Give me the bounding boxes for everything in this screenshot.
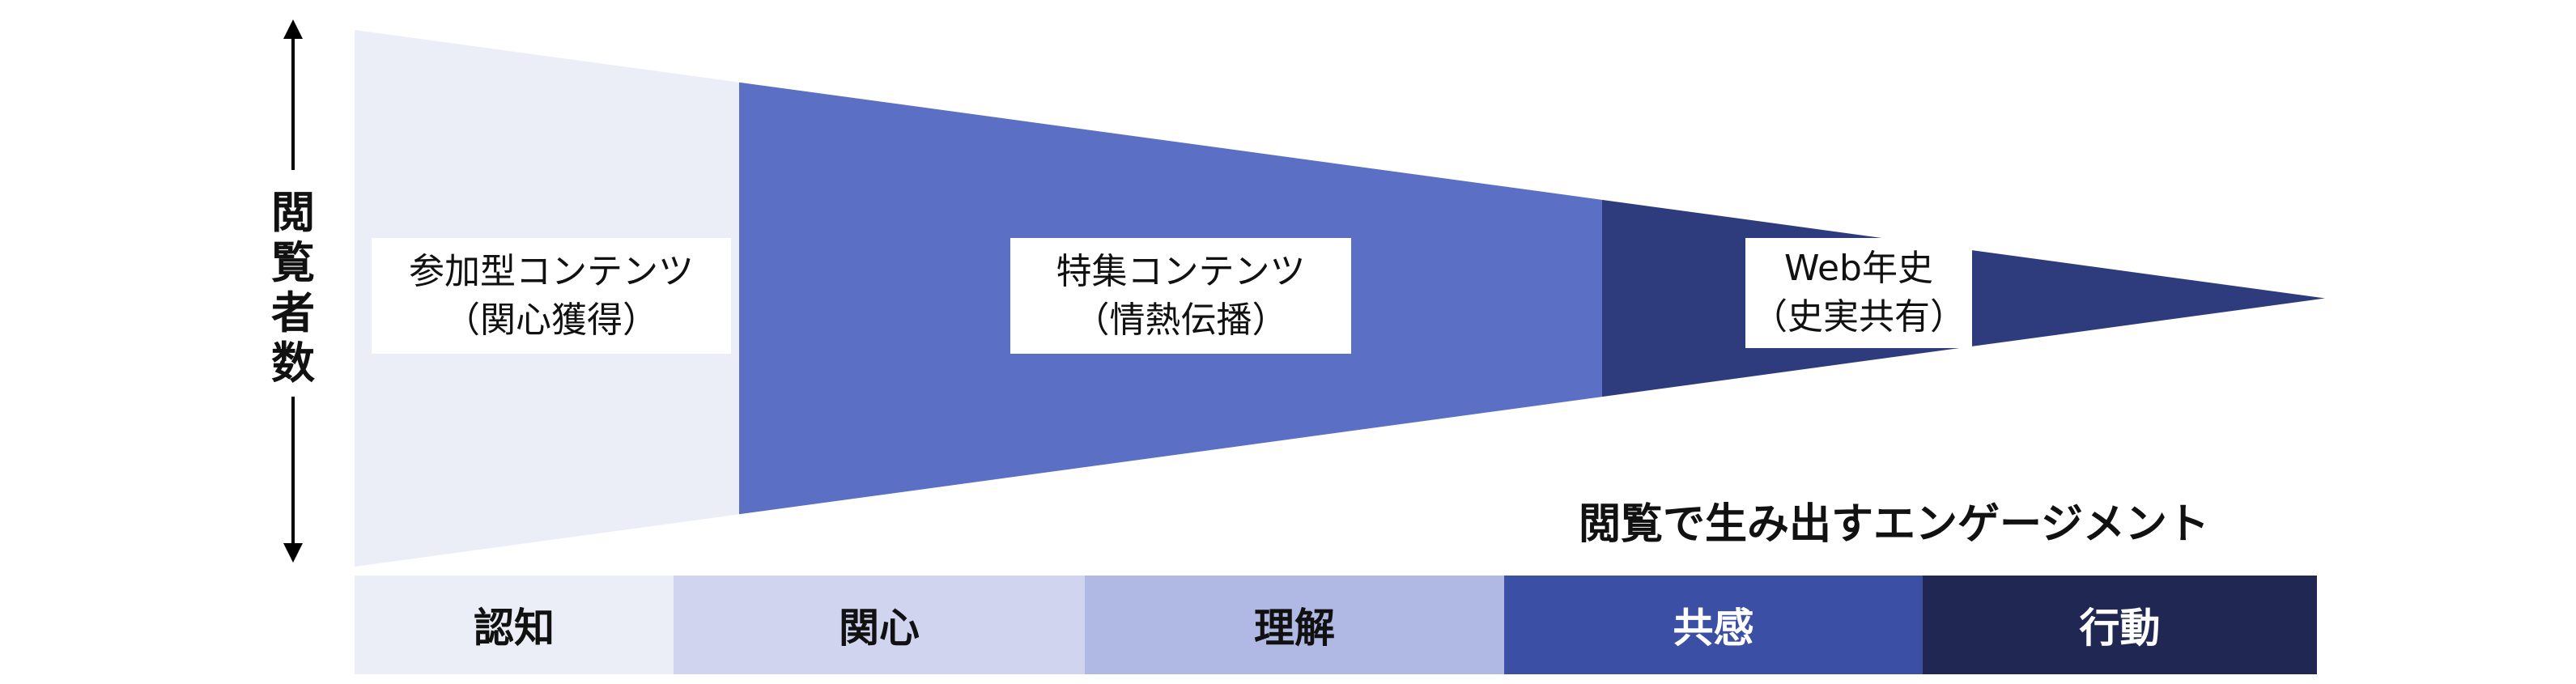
stage-interest: 関心 [674,576,1085,674]
stage-awareness: 認知 [355,576,674,674]
stage-understanding: 理解 [1085,576,1504,674]
segment-label-web-history: Web年史 （史実共有） [1745,238,1972,348]
segment-label-title: Web年史 [1784,248,1933,289]
arrow-down-icon [283,543,303,563]
segment-label-subtitle: （関心獲得） [444,299,658,341]
engagement-caption: 閲覧で生み出すエンゲージメント [1579,500,2209,549]
arrow-up-icon [283,19,303,39]
segment-label-title: 参加型コンテンツ [409,250,694,292]
axis-label-viewers: 閲覧者数 [267,188,319,389]
segment-label-title: 特集コンテンツ [1056,250,1306,292]
segment-label-subtitle: （情熱伝播） [1073,299,1288,341]
stage-action: 行動 [1923,576,2317,674]
stage-empathy: 共感 [1504,576,1923,674]
vertical-double-arrow [283,19,303,563]
segment-label-feature: 特集コンテンツ （情熱伝播） [1010,238,1351,354]
segment-label-participatory: 参加型コンテンツ （関心獲得） [372,238,731,354]
segment-label-subtitle: （史実共有） [1752,296,1966,338]
